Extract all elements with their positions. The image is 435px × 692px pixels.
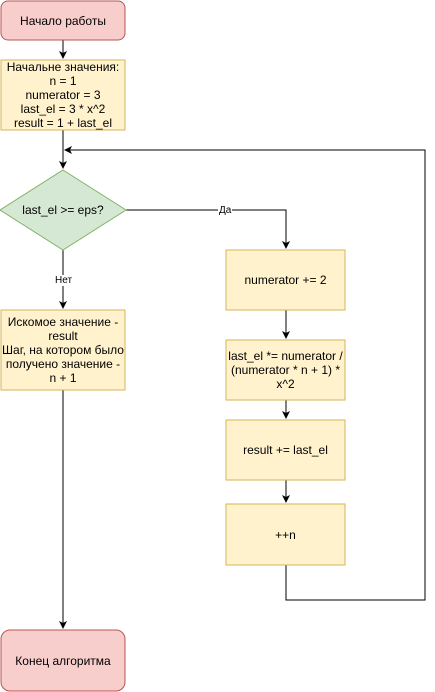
step-numerator-shape [225,249,346,311]
start-node[interactable]: Начало работы [1,1,125,40]
step-numerator-node[interactable]: numerator += 2 [226,250,345,310]
result-output-shape [0,309,126,391]
condition-decision-shape [0,169,127,251]
step-increment-label: ++n [275,527,296,542]
result-output-node[interactable]: Искомое значение - result Шаг, на которо… [1,310,125,390]
end-node[interactable]: Конец алгоритма [1,630,125,691]
step-numerator-label: numerator += 2 [244,273,327,287]
result-output-label: Искомое значение - result Шаг, на которо… [2,315,124,385]
step-increment-node[interactable]: ++n [226,504,345,565]
end-label: Конец алгоритма [15,653,111,668]
step-last-el-node[interactable]: last_el *= numerator / (numerator * n + … [226,340,345,400]
init-process-shape [0,59,126,131]
condition-label: last_el >= eps? [22,203,104,217]
step-last-el-label: last_el *= numerator / (numerator * n + … [228,349,343,391]
edge-loop-back [64,146,426,601]
edge-label-yes: Да [218,205,233,216]
start-label: Начало работы [20,13,106,28]
step-increment-shape [225,503,346,566]
init-label: Начальне значения: n = 1 numerator = 3 l… [6,60,120,130]
start-terminal-shape [0,0,126,41]
end-terminal-shape [0,629,126,692]
init-node[interactable]: Начальне значения: n = 1 numerator = 3 l… [1,60,125,130]
condition-node[interactable]: last_el >= eps? [0,170,126,250]
edges [59,40,426,629]
step-result-label: result += last_el [243,443,328,457]
edge-label-no: Нет [54,275,74,286]
step-result-shape [225,419,346,481]
edge-condition-yes [126,209,290,249]
step-last-el-shape [225,339,346,401]
step-result-node[interactable]: result += last_el [226,420,345,480]
